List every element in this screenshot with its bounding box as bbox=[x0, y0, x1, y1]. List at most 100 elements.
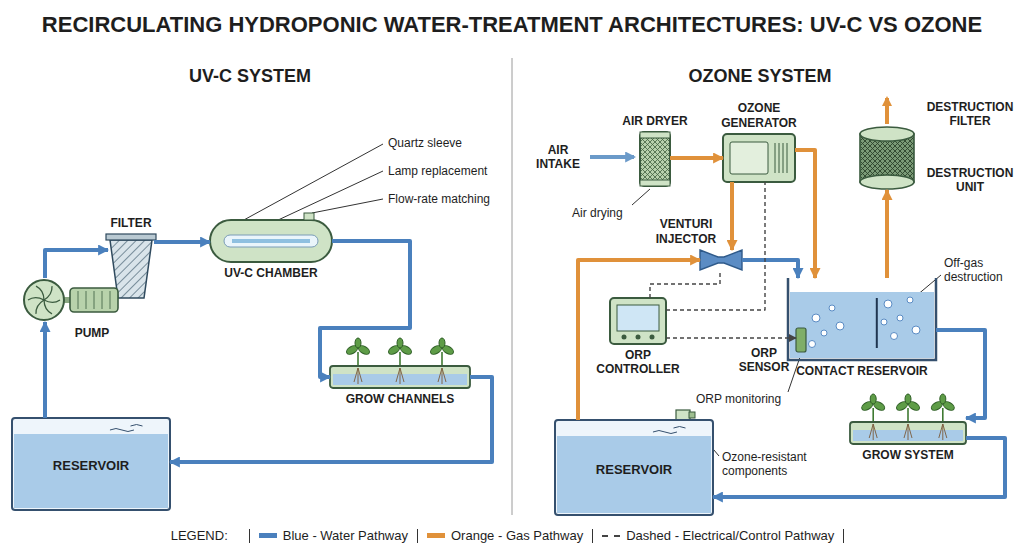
cyl-shape bbox=[860, 126, 914, 190]
label-wrap: Lamp replacement bbox=[388, 164, 508, 178]
caption-wrap: VENTURI INJECTOR bbox=[650, 217, 722, 246]
title-wrap: RECIRCULATING HYDROPONIC WATER-TREATMENT… bbox=[0, 12, 1024, 38]
caption-wrap: ORP SENSOR bbox=[736, 346, 792, 375]
legend-item: Orange - Gas Pathway bbox=[408, 528, 583, 543]
caption-wrap: RESERVOIR bbox=[16, 458, 166, 474]
node-label: AIR DRYER bbox=[615, 114, 695, 128]
water-pipe bbox=[936, 330, 985, 418]
node-label: RESERVOIR bbox=[559, 462, 709, 478]
water-pipe bbox=[320, 241, 410, 377]
water-pipe bbox=[43, 322, 47, 418]
leader-lines bbox=[242, 144, 941, 456]
caption-wrap: DESTRUCTION UNIT bbox=[922, 166, 1018, 195]
node-label: OZONE GENERATOR bbox=[714, 101, 804, 130]
dryer-node: AIR DRYER bbox=[640, 132, 670, 186]
legend-swatch bbox=[427, 533, 445, 538]
contact-node: CONTACT RESERVOIRORP SENSOR bbox=[788, 278, 936, 360]
legend-swatch bbox=[259, 533, 277, 538]
tank-node: RESERVOIR bbox=[12, 418, 170, 510]
callout-label: Air drying bbox=[572, 206, 636, 220]
sensor-shape bbox=[796, 328, 806, 352]
label-wrap: Off-gas destruction bbox=[944, 256, 1020, 285]
legend-heading: LEGEND: bbox=[171, 528, 228, 543]
callout-label: ORP monitoring bbox=[696, 392, 796, 406]
sensor-node: ORP SENSOR bbox=[796, 328, 806, 352]
water-pipe bbox=[170, 377, 492, 462]
node-label: GROW CHANNELS bbox=[330, 392, 470, 406]
legend-item: Dashed - Electrical/Control Pathway bbox=[583, 528, 834, 543]
control-line bbox=[666, 182, 765, 310]
node-label: DESTRUCTION UNIT bbox=[922, 166, 1018, 195]
water-pipe bbox=[154, 240, 210, 244]
node-label: GROW SYSTEM bbox=[848, 448, 968, 462]
label-wrap: Air drying bbox=[572, 206, 636, 220]
caption-wrap: OZONE GENERATOR bbox=[714, 101, 804, 130]
legend-separator bbox=[249, 529, 250, 543]
water-pipe bbox=[45, 250, 108, 278]
legend-text: Dashed - Electrical/Control Pathway bbox=[626, 528, 834, 543]
caption-wrap: CONTACT RESERVOIR bbox=[787, 364, 937, 378]
node-label: ORP CONTROLLER bbox=[595, 348, 681, 377]
node-label: FILTER bbox=[96, 216, 166, 230]
gas-pipe bbox=[730, 182, 734, 250]
label-wrap: AIR INTAKE bbox=[530, 143, 586, 172]
grow-node: GROW SYSTEM bbox=[850, 398, 966, 444]
control-line bbox=[650, 270, 720, 298]
controller-node: ORP CONTROLLER bbox=[610, 298, 666, 344]
gas-pipe bbox=[670, 156, 723, 160]
label-wrap: ORP monitoring bbox=[696, 392, 796, 406]
caption-wrap: UV-C CHAMBER bbox=[206, 266, 336, 280]
node-label: CONTACT RESERVOIR bbox=[787, 364, 937, 378]
node-label: ORP SENSOR bbox=[736, 346, 792, 375]
callout-label: Lamp replacement bbox=[388, 164, 508, 178]
node-label: RESERVOIR bbox=[16, 458, 166, 474]
node-label: PUMP bbox=[67, 326, 117, 340]
cyl-node: DESTRUCTION UNIT bbox=[860, 126, 914, 190]
air-intake-arrow bbox=[590, 155, 634, 159]
legend: LEGEND: Blue - Water PathwayOrange - Gas … bbox=[0, 528, 1024, 543]
legend-item: Blue - Water Pathway bbox=[240, 528, 408, 543]
dryer-shape bbox=[640, 132, 670, 186]
label-wrap: Flow-rate matching bbox=[388, 192, 508, 206]
section-heading: UV-C SYSTEM bbox=[150, 66, 350, 88]
legend-separator bbox=[843, 529, 844, 543]
water-pipe bbox=[713, 438, 1005, 497]
legend-separator bbox=[417, 529, 418, 543]
chamber-shape bbox=[210, 220, 332, 262]
node-label: UV-C CHAMBER bbox=[206, 266, 336, 280]
grow-shape bbox=[850, 398, 966, 444]
fitting-symbol bbox=[676, 410, 695, 420]
caption-wrap: GROW SYSTEM bbox=[848, 448, 968, 462]
grow-shape bbox=[330, 340, 470, 388]
callout-label: AIR INTAKE bbox=[530, 143, 586, 172]
caption-wrap: ORP CONTROLLER bbox=[595, 348, 681, 377]
label-wrap: UV-C SYSTEM bbox=[150, 66, 350, 88]
legend-text: Blue - Water Pathway bbox=[283, 528, 408, 543]
gas-pipe bbox=[885, 190, 889, 278]
box-shape bbox=[723, 134, 795, 182]
water-pipe bbox=[742, 260, 798, 278]
section-heading: OZONE SYSTEM bbox=[660, 66, 860, 88]
caption-wrap: FILTER bbox=[96, 216, 166, 230]
callout-label: Flow-rate matching bbox=[388, 192, 508, 206]
chamber-node: UV-C CHAMBER bbox=[210, 220, 332, 262]
caption-wrap: RESERVOIR bbox=[559, 462, 709, 478]
divider-line bbox=[512, 58, 513, 515]
venturi-shape bbox=[700, 250, 742, 270]
legend-separator bbox=[592, 529, 593, 543]
grow-node: GROW CHANNELS bbox=[330, 340, 470, 388]
caption-wrap: AIR DRYER bbox=[615, 114, 695, 128]
controller-shape bbox=[610, 298, 666, 344]
venturi-node: VENTURI INJECTOR bbox=[700, 250, 742, 270]
callout-label: DESTRUCTION FILTER bbox=[922, 100, 1018, 129]
label-wrap: Ozone-resistant components bbox=[722, 450, 818, 479]
caption-wrap: GROW CHANNELS bbox=[330, 392, 470, 406]
caption-wrap: PUMP bbox=[67, 326, 117, 340]
pump-node: PUMP bbox=[22, 278, 120, 322]
callout-label: Quartz sleeve bbox=[388, 136, 508, 150]
callout-label: Off-gas destruction bbox=[944, 256, 1020, 285]
contact-shape bbox=[788, 278, 936, 360]
